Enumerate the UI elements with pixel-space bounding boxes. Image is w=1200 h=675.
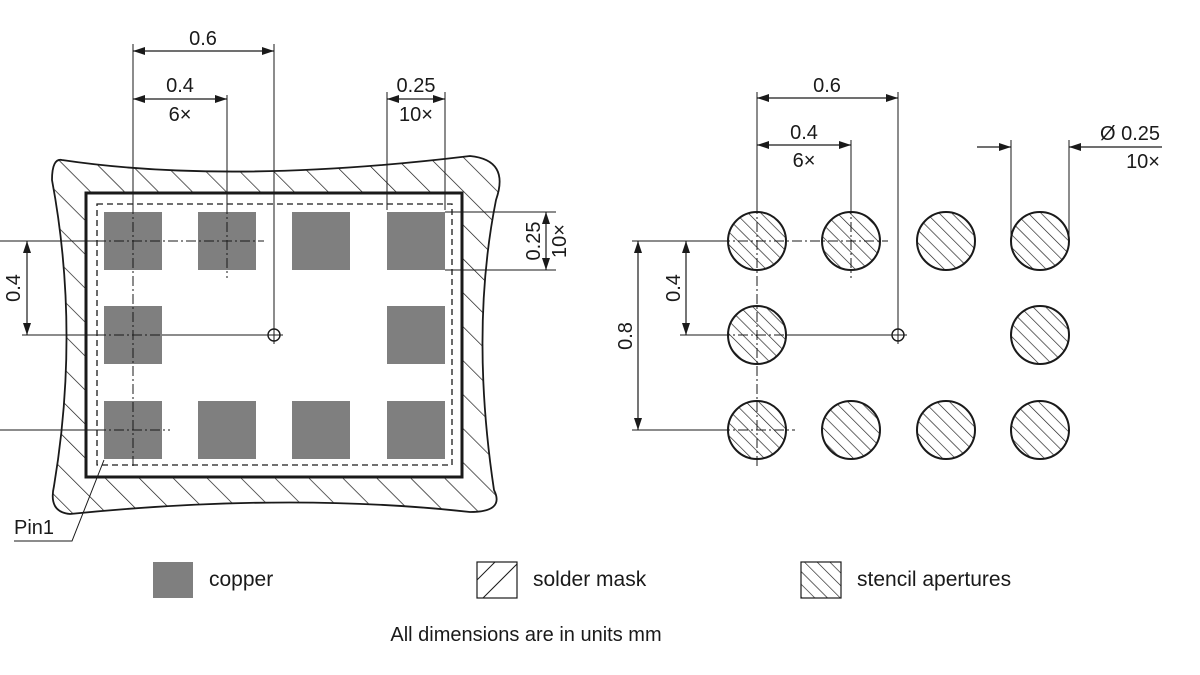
copper-swatch-icon [153,562,193,598]
copper-pad [387,306,445,364]
dimension-label: 0.25 [397,75,436,97]
dimension-label: 0.4 [790,122,818,144]
dimension-count: 10× [549,224,571,258]
copper-pad [292,401,350,459]
dimension-count: 6× [169,104,192,126]
dimension-label: Ø 0.25 [1100,123,1160,145]
center-crosshair-icon [265,326,283,344]
copper-pad [387,212,445,270]
pin1-label: Pin1 [14,517,54,539]
dimension-count: 10× [1126,151,1160,173]
left-view: 0.6 0.4 6× 0.25 10× 0.25 10× [0,28,571,542]
stencil-swatch-icon [800,561,842,599]
legend: copper solder mask stencil apertures [153,561,1011,599]
dimension-count: 6× [793,150,816,172]
dimension-label: 0.6 [813,75,841,97]
dimension-label: 0.8 [615,322,637,350]
legend-item-stencil-apertures: stencil apertures [800,561,1011,599]
dimension-pad-size-vertical: 0.25 10× [523,212,571,270]
copper-pad [292,212,350,270]
stencil-aperture [821,400,881,460]
dimension-count: 10× [399,104,433,126]
dimension-label: 0.6 [189,28,217,50]
stencil-aperture [916,400,976,460]
stencil-aperture [916,211,976,271]
dimension-label: 0.25 [523,222,545,261]
dimension-label: 0.4 [166,75,194,97]
copper-pad [387,401,445,459]
dimension-pitch-y: 0.4 [663,241,690,335]
dimension-span-y: 0.8 [615,241,642,430]
copper-pad [198,401,256,459]
legend-item-solder-mask: solder mask [476,561,647,599]
legend-label: stencil apertures [857,568,1011,591]
extension-lines [632,92,1070,431]
right-view: 0.6 0.4 6× Ø 0.25 10× 0.4 [615,75,1162,467]
center-crosshair-icon [889,326,907,344]
dimension-pad-size: 0.25 10× [387,75,445,126]
stencil-aperture [1010,211,1070,271]
legend-label: solder mask [533,568,647,591]
stencil-aperture [1010,400,1070,460]
extension-lines [0,44,556,431]
stencil-aperture [1010,305,1070,365]
dimension-pad-pitch: 0.4 6× [133,75,227,126]
dimension-pad-pitch: 0.4 6× [757,122,851,172]
aperture-center-lines [720,204,888,467]
pad-center-lines [96,204,264,466]
solder-mask-swatch-icon [476,561,518,599]
dimension-pitch-x: 0.6 [133,28,274,55]
legend-item-copper: copper [153,562,273,598]
legend-label: copper [209,568,273,591]
pin1-callout: Pin1 [14,459,105,542]
units-note: All dimensions are in units mm [390,624,661,646]
dimension-diameter: Ø 0.25 10× [977,123,1162,173]
dimension-label: 0.4 [663,274,685,302]
dimension-pitch-x: 0.6 [757,75,898,102]
dimension-label: 0.4 [3,274,25,302]
dimension-pitch-y: 0.4 [3,241,31,335]
